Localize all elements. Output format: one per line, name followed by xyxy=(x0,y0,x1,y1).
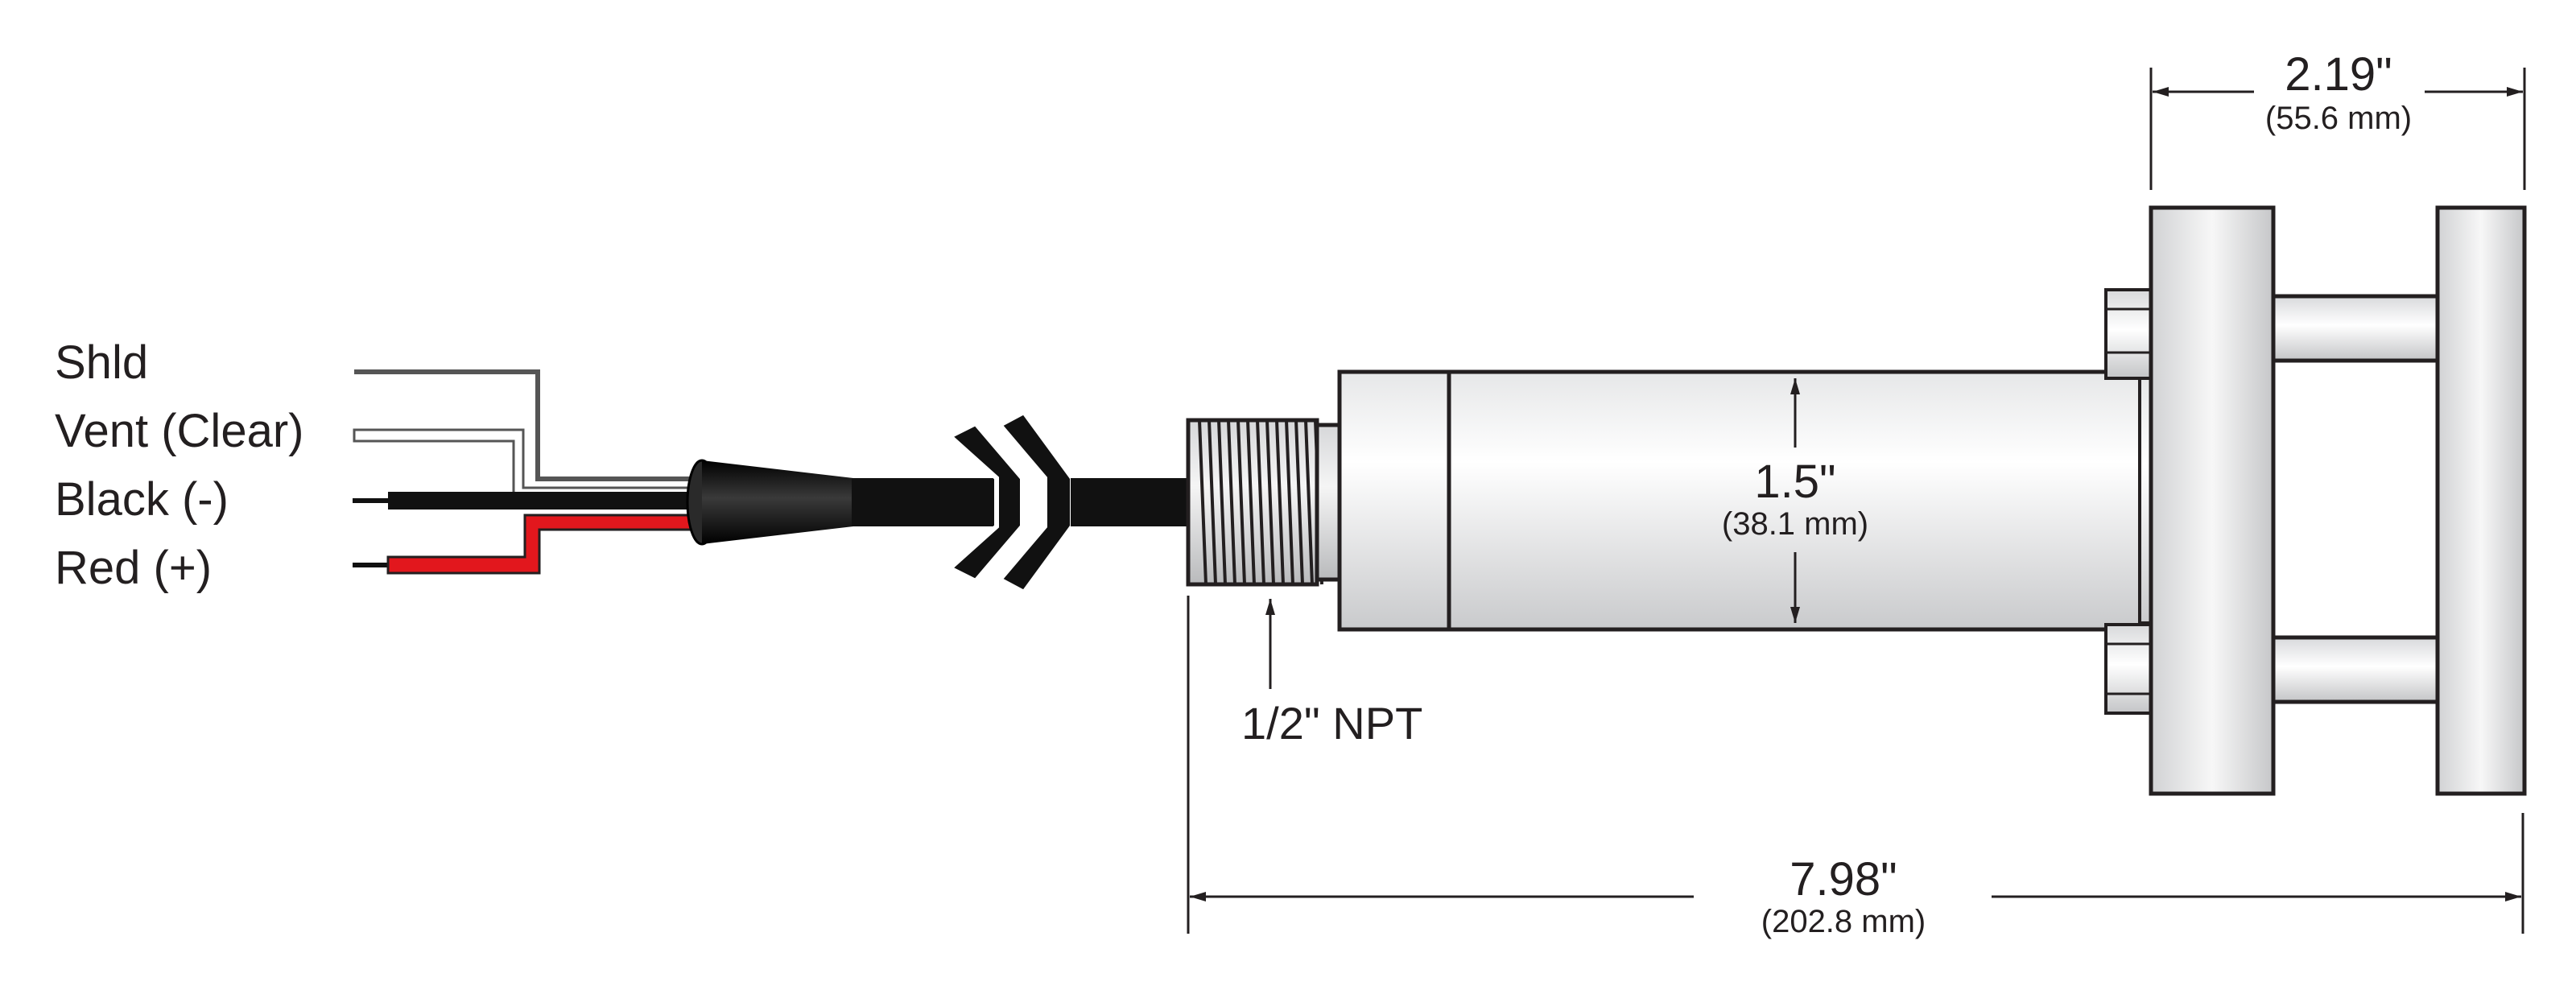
flange-width-inches: 2.19" xyxy=(2285,48,2392,101)
thread-ridge xyxy=(1285,419,1294,585)
cable-strain-relief xyxy=(702,460,853,544)
flange-inner xyxy=(2149,205,2276,796)
wire-label-shield: Shld xyxy=(55,336,148,389)
thread-label: 1/2" NPT xyxy=(1241,698,1422,749)
dimension-flange-width: 2.19" (55.6 mm) xyxy=(2149,48,2526,190)
wire-shield xyxy=(354,369,700,481)
wire-black xyxy=(388,492,702,510)
transducer-body xyxy=(1337,369,2144,632)
thread-ridge xyxy=(1208,419,1217,585)
thread-ridge xyxy=(1304,419,1314,585)
thread-ridge xyxy=(1294,419,1304,585)
thread-callout: 1/2" NPT xyxy=(1241,599,1422,749)
tie-rod-bottom xyxy=(2271,635,2440,704)
body-diameter-inches: 1.5" xyxy=(1754,456,1835,508)
wire-label-black: Black (-) xyxy=(55,473,229,526)
flange-outer xyxy=(2435,205,2527,796)
wire-label-vent: Vent (Clear) xyxy=(55,405,303,457)
wire-vent xyxy=(353,428,702,502)
thread-ridge xyxy=(1236,419,1246,585)
body-diameter-mm: (38.1 mm) xyxy=(1722,506,1868,542)
dimension-body-diameter: 1.5" (38.1 mm) xyxy=(1722,378,1868,623)
overall-length-inches: 7.98" xyxy=(1790,853,1897,906)
thread-ridge xyxy=(1217,419,1227,585)
thread-ridge xyxy=(1256,419,1265,585)
bolt-head-top xyxy=(2104,288,2153,380)
dimension-overall-length: 7.98" (202.8 mm) xyxy=(1187,596,2524,939)
cable-break-symbol xyxy=(945,420,1025,584)
wires xyxy=(353,369,704,575)
wire-red xyxy=(386,514,704,575)
thread-ridge xyxy=(1227,419,1236,585)
thread-ridge xyxy=(1275,419,1285,585)
flange-assembly xyxy=(2104,205,2527,796)
thread-ridge xyxy=(1246,419,1256,585)
overall-length-mm: (202.8 mm) xyxy=(1761,904,1926,939)
thread-ridge xyxy=(1265,419,1275,585)
cable xyxy=(686,409,1191,596)
body-cap xyxy=(1337,369,1451,632)
flange-width-mm: (55.6 mm) xyxy=(2265,101,2412,136)
tie-rod-top xyxy=(2271,294,2440,363)
thread-collar xyxy=(1315,423,1342,582)
cable-section-right xyxy=(1071,478,1191,526)
thread-ridge xyxy=(1198,419,1208,585)
npt-thread xyxy=(1186,418,1342,587)
bolt-head-bottom xyxy=(2104,623,2153,715)
wire-label-red: Red (+) xyxy=(55,542,212,594)
thread-ridges xyxy=(1198,419,1323,585)
cable-section-left xyxy=(852,478,997,526)
